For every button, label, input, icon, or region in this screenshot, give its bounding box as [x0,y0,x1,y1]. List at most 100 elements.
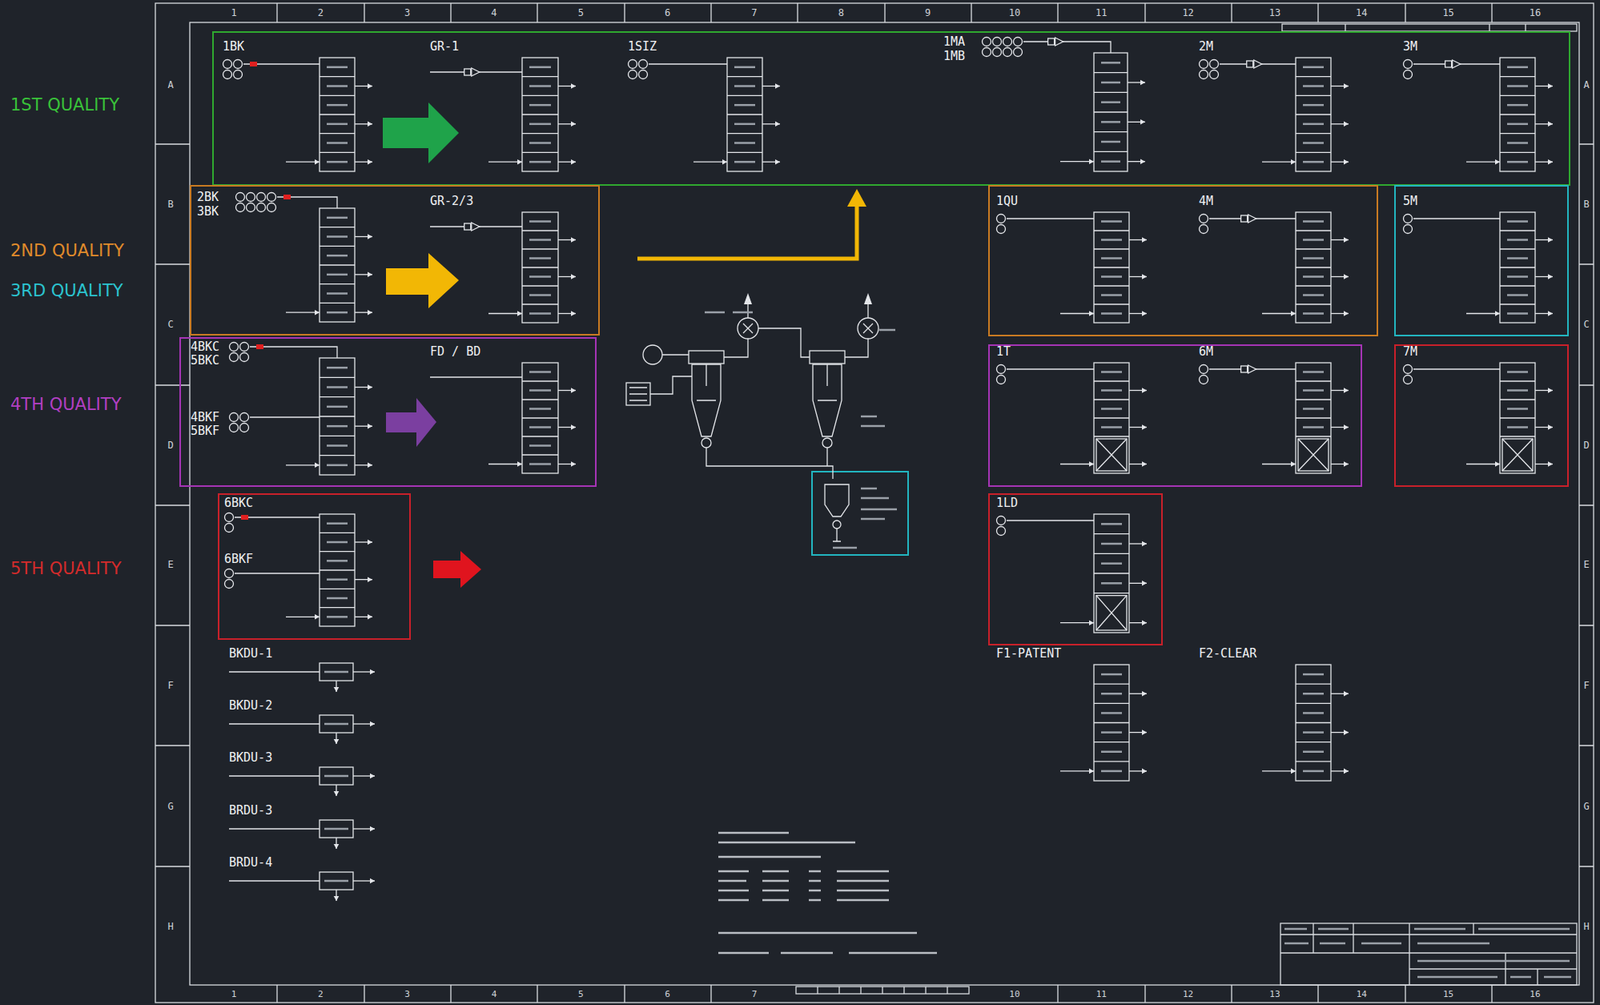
input-arrow [1060,622,1094,624]
output-arrow-head [367,539,373,546]
machine-stack [727,57,763,172]
valve-body [464,68,471,76]
stack-entry-mark [1302,275,1324,278]
filter-head [688,350,724,364]
equipment-unit: GR-2/3 [426,194,591,330]
drive-unit-detail [324,880,349,883]
equipment-unit: 1T [992,345,1166,480]
rotary-valve [701,438,712,448]
fan-detail [863,323,873,334]
grid-ref: C [1583,318,1589,330]
input-arrow-head [517,310,523,317]
input-arrow [1262,770,1296,772]
machine-stack [1499,57,1536,172]
flow-arrows [382,102,867,588]
quality-label: 3RD QUALITY [10,281,124,301]
storage-bin [996,375,1006,385]
stack-divider [319,264,355,266]
valve-body [1048,38,1055,45]
input-arrow [488,161,523,163]
input-arrow-head [1495,461,1500,467]
stack-entry-mark [1101,293,1122,297]
blanked-section [1298,438,1329,471]
output-arrow-head [1141,424,1147,431]
equipment-unit: 4M [1195,194,1356,330]
stack-divider [319,377,355,378]
stack-divider [1295,76,1331,77]
fan-detail [743,323,753,334]
output-arrow-head [1343,424,1349,431]
unit-schematic-canvas [426,194,591,330]
grid-ref: B [167,198,173,210]
equipment-unit: 4BKC5BKC4BKF5BKF [190,340,419,482]
output-arrow-head [1141,273,1147,280]
control-box [626,382,651,406]
stack-entry-mark [1507,257,1528,260]
stack-divider [1295,683,1331,685]
grid-ref: 12 [1181,7,1194,19]
stack-divider [1295,285,1331,286]
equipment-unit: BKDU-2 [225,699,394,748]
stack-divider [522,285,559,286]
stack-entry-mark [326,160,348,164]
drive-unit-box [319,715,354,733]
stack-divider [1295,113,1331,115]
output-arrow-head [1547,159,1553,165]
unit-schematic-canvas [1399,194,1560,330]
pipe [758,328,810,358]
input-arrow [693,161,728,163]
output-arrow-head [367,309,373,316]
stack-divider [522,95,559,97]
stack-entry-mark [326,444,348,447]
stack-divider [1093,380,1130,382]
unit-label: 6BKC [224,496,254,511]
grid-ref: 14 [1355,7,1367,19]
grid-ref: G [167,800,173,813]
illustration-note-marks [704,312,897,548]
input-arrow-head [722,159,728,165]
unit-schematic [982,37,1146,173]
storage-bin [233,70,243,80]
quality-frame [190,185,599,335]
output-arrow-head [1141,691,1147,697]
storage-bin [225,569,234,579]
fan-symbol [737,317,759,339]
storage-bin [267,192,277,202]
pipe [844,338,869,358]
input-arrow [1466,313,1500,314]
unit-label: F2-CLEAR [1198,647,1257,661]
stack-entry-mark [326,541,348,544]
input-arrow-head [1089,158,1094,165]
output-arrow-head [1343,273,1349,280]
stack-divider [1093,303,1130,305]
header-strip [1282,24,1577,32]
unit-schematic-canvas [1195,647,1356,788]
stack-divider [1093,417,1130,419]
stack-entry-mark [1302,141,1324,145]
unit-schematic [1060,664,1147,781]
stack-divider [319,396,355,398]
output-arrow-head [775,159,780,165]
quality-frame [988,494,1162,645]
stack-entry-mark [1101,140,1121,144]
quality-frame [1394,185,1568,336]
input-arrow-head [1290,461,1296,467]
storage-bin [240,353,250,362]
pipe [706,447,833,479]
output-arrow-head [775,83,780,89]
feed-line [1006,217,1094,219]
quality-label: 2ND QUALITY [10,241,125,261]
storage-bin [996,365,1006,374]
output-arrow-head [1547,424,1553,431]
stack-divider [1295,760,1331,762]
grid-ref: H [1583,920,1589,933]
grid-ref: 3 [404,7,411,19]
stack-divider [1499,266,1536,268]
output-arrow-head [1547,237,1553,243]
input-arrow-head [1290,159,1296,165]
equipment-unit: BKDU-1 [225,647,394,696]
storage-bin [982,37,992,47]
storage-bin [225,579,234,589]
stack-divider [1499,132,1536,134]
input-arrow-head [1089,461,1094,467]
